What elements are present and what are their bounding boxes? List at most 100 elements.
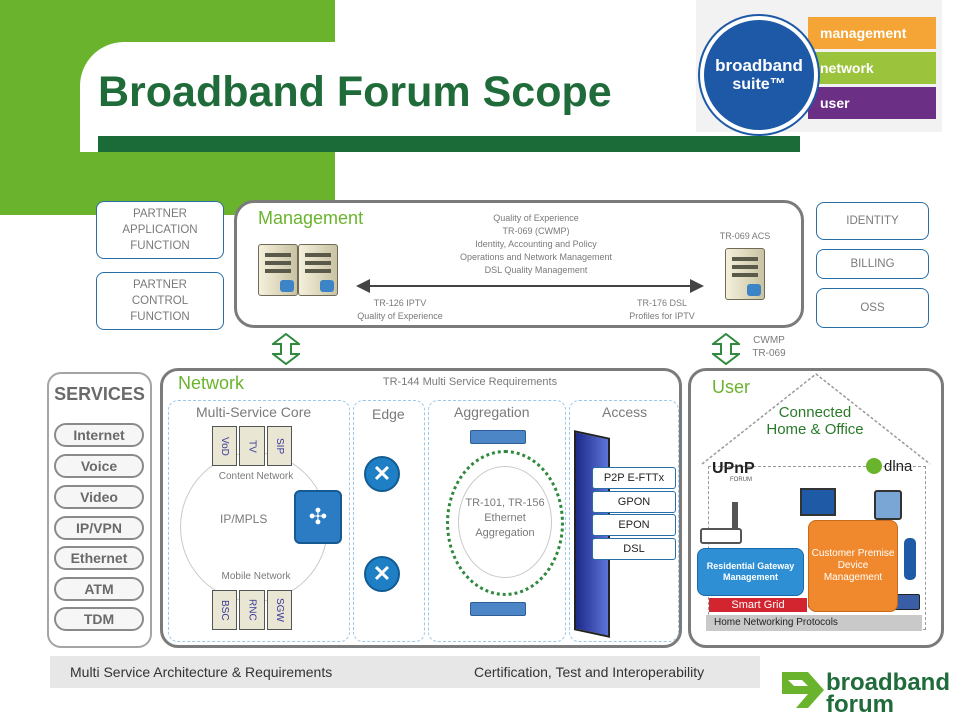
router-antenna-icon <box>732 502 738 528</box>
service-voice: Voice <box>54 454 144 478</box>
suite-logo-circle: broadband suite™ <box>700 16 818 134</box>
mobile-servers: BSC RNC SGW <box>212 590 292 630</box>
partner-control-label: PARTNER CONTROL FUNCTION <box>130 279 190 323</box>
services-title: SERVICES <box>54 384 145 404</box>
service-ip-vpn: IP/VPN <box>54 516 144 540</box>
aggregation-line: Ethernet <box>484 512 526 524</box>
edge-router-icon: ✕ <box>364 556 400 592</box>
core-router-icon: ✣ <box>294 490 342 544</box>
identity-pill: IDENTITY <box>816 202 929 240</box>
content-network-label: Content Network <box>218 471 294 482</box>
access-p2p-efttx: P2P E-FTTx <box>592 467 676 489</box>
suite-band-network: network <box>808 52 936 84</box>
edge-router-icon: ✕ <box>364 456 400 492</box>
mobile-network-label: Mobile Network <box>221 571 291 582</box>
access-column <box>569 400 679 642</box>
access-dsl: DSL <box>592 538 676 560</box>
upnp-logo: UPnP <box>712 460 755 477</box>
suite-band-user: user <box>808 87 936 119</box>
bsc-server: BSC <box>212 590 238 630</box>
service-ethernet: Ethernet <box>54 546 144 570</box>
router-device-icon <box>700 528 742 544</box>
service-video: Video <box>54 485 144 509</box>
dlna-logo-mark <box>866 458 882 474</box>
cpe-management-box: Customer Premise Device Management <box>808 520 898 612</box>
arrow-left-icon <box>356 279 370 293</box>
upnp-logo-sub: FORUM <box>730 477 752 483</box>
acs-label: TR-069 ACS <box>719 231 771 241</box>
network-label: Network <box>178 373 245 393</box>
mgmt-text-line: DSL Quality Management <box>484 265 588 275</box>
tr126-line: TR-126 IPTV <box>373 298 427 308</box>
mgmt-text-line: TR-069 (CWMP) <box>502 226 570 236</box>
management-center-text: Quality of Experience TR-069 (CWMP) Iden… <box>436 212 636 277</box>
access-epon: EPON <box>592 514 676 536</box>
management-box <box>234 200 804 328</box>
aggregation-switch-icon <box>470 430 526 444</box>
vertical-double-arrow-icon <box>712 333 740 365</box>
partner-control-function: PARTNER CONTROL FUNCTION <box>96 272 224 330</box>
partner-application-function: PARTNER APPLICATION FUNCTION <box>96 201 224 259</box>
vertical-double-arrow-icon <box>272 333 300 365</box>
billing-pill: BILLING <box>816 249 929 279</box>
page-title: Broadband Forum Scope <box>98 68 612 116</box>
mgmt-text-line: Operations and Network Management <box>459 252 613 262</box>
service-atm: ATM <box>54 577 144 601</box>
bottom-right-text: Certification, Test and Interoperability <box>474 664 705 680</box>
house-roof-icon <box>701 373 931 465</box>
tr176-line: TR-176 DSL <box>636 298 688 308</box>
aggregation-ring <box>446 450 564 596</box>
aggregation-line: Aggregation <box>475 527 535 539</box>
service-tdm: TDM <box>54 607 144 631</box>
edge-column <box>353 400 425 642</box>
content-servers: VoD TV SIP <box>212 426 292 466</box>
service-internet: Internet <box>54 423 144 447</box>
aggregation-title: Aggregation <box>454 404 530 420</box>
tr176-note: TR-176 DSL Profiles for IPTV <box>600 297 724 323</box>
smart-grid-badge: Smart Grid <box>709 598 807 612</box>
sgw-server: SGW <box>266 590 292 630</box>
aggregation-column <box>428 400 566 642</box>
bottom-left-text: Multi Service Architecture & Requirement… <box>70 664 333 680</box>
core-title: Multi-Service Core <box>196 404 312 420</box>
core-column <box>168 400 350 642</box>
double-arrow-line <box>364 285 694 287</box>
bottom-bar: Multi Service Architecture & Requirement… <box>50 656 760 688</box>
server-icon <box>258 244 298 296</box>
tr144-label: TR-144 Multi Service Requirements <box>382 376 558 388</box>
phone-icon <box>874 490 902 520</box>
home-networking-protocols: Home Networking Protocols <box>706 615 922 631</box>
connected-home-line: Connected <box>778 404 852 421</box>
management-label: Management <box>258 208 364 228</box>
suite-logo-line2: suite™ <box>732 76 786 93</box>
cwmp-label: CWMP TR-069 <box>744 334 794 360</box>
dlna-logo: dlna <box>884 458 913 475</box>
aggregation-text: TR-101, TR-156 Ethernet Aggregation <box>440 496 570 541</box>
handset-icon <box>904 538 916 580</box>
pc-monitor-icon <box>800 488 836 516</box>
residential-gateway-box: Residential Gateway Management <box>697 548 804 596</box>
suite-band-management: management <box>808 17 936 49</box>
acs-server-icon <box>725 248 765 300</box>
aggregation-cloud <box>458 466 552 578</box>
bbf-logo-icon <box>782 672 824 708</box>
tr176-line: Profiles for IPTV <box>629 311 695 321</box>
bbf-logo-text: broadband forum <box>826 669 950 718</box>
access-gpon: GPON <box>592 491 676 513</box>
services-panel <box>47 372 152 648</box>
suite-logo-line1: broadband <box>715 56 803 75</box>
connected-home-line: Home & Office <box>766 421 864 438</box>
user-label: User <box>712 377 751 397</box>
title-underline <box>98 136 800 152</box>
bbf-logo-line: forum <box>826 691 894 718</box>
bbf-logo-line: broadband <box>826 669 950 696</box>
cwmp-line: CWMP <box>753 335 785 346</box>
oss-pill: OSS <box>816 288 929 328</box>
arrow-right-icon <box>690 279 704 293</box>
partner-application-label: PARTNER APPLICATION FUNCTION <box>122 208 198 252</box>
server-icon <box>298 244 338 296</box>
ip-mpls-label: IP/MPLS <box>220 512 268 526</box>
tv-server: TV <box>239 426 265 466</box>
aggregation-switch-icon <box>470 602 526 616</box>
aggregation-line: TR-101, TR-156 <box>465 497 545 509</box>
